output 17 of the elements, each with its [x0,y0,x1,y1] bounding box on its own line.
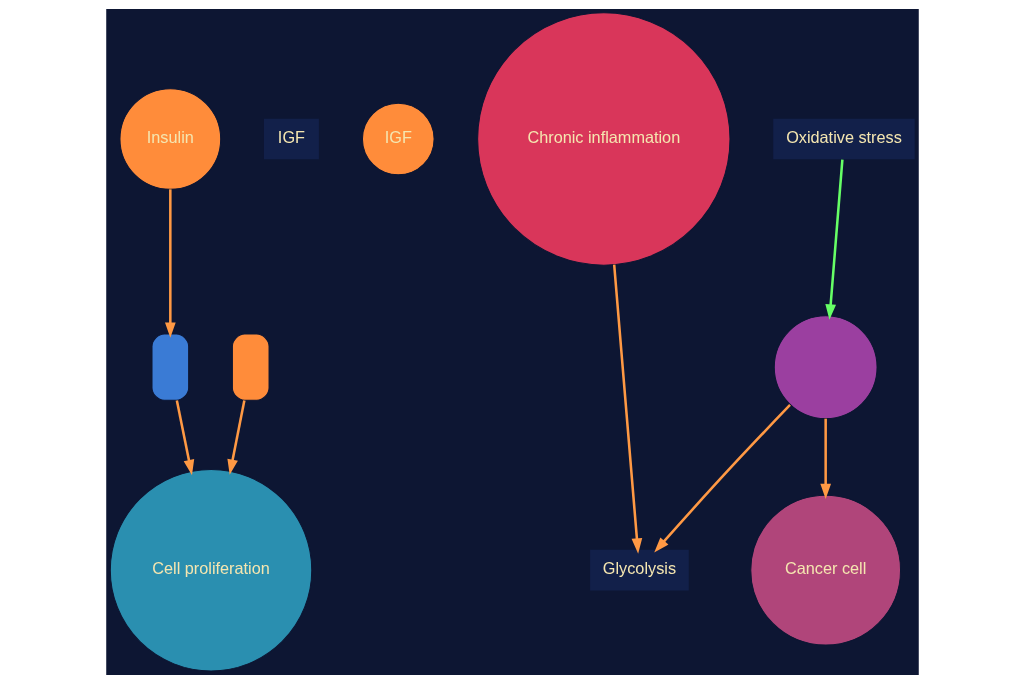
arrow [653,403,791,552]
arrow [824,159,844,320]
node-circle: Chronic inflammation [476,11,730,266]
arrow [175,399,194,475]
arrow [612,264,642,554]
node-box [151,333,189,401]
arrow [819,418,831,499]
node-circle [773,314,878,419]
node-circle: Cell proliferation [109,468,312,671]
node-circle: Cancer cell [749,494,901,646]
node-box [231,333,270,401]
node-circle: IGF [361,102,435,175]
arrow [164,188,176,338]
node-box: Oxidative stress [772,118,915,159]
node-circle: Insulin [118,87,221,190]
arrow [226,399,246,475]
node-box: Glycolysis [589,549,689,591]
